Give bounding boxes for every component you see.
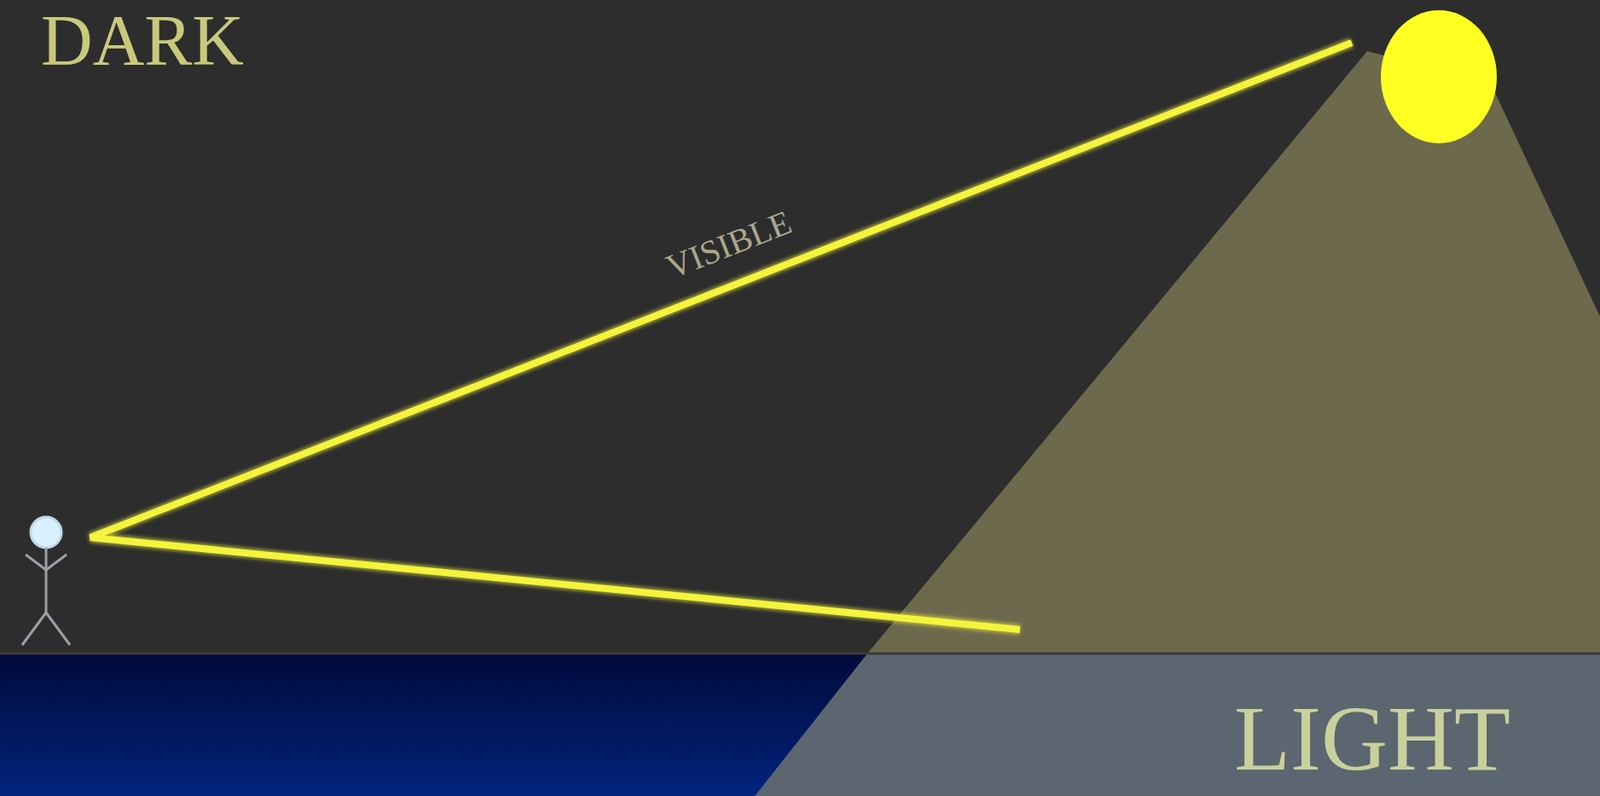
light-cone	[867, 51, 1600, 654]
dark-ground	[0, 653, 1600, 796]
dark-sky	[0, 0, 1600, 654]
horizon-line	[0, 652, 1600, 656]
light-source	[1380, 10, 1497, 144]
sight-lines	[90, 42, 1352, 630]
region-label: LIGHT	[1234, 692, 1511, 785]
lit-ground	[754, 653, 1600, 796]
person-figure	[22, 516, 70, 645]
region-label: DARK	[40, 5, 244, 77]
